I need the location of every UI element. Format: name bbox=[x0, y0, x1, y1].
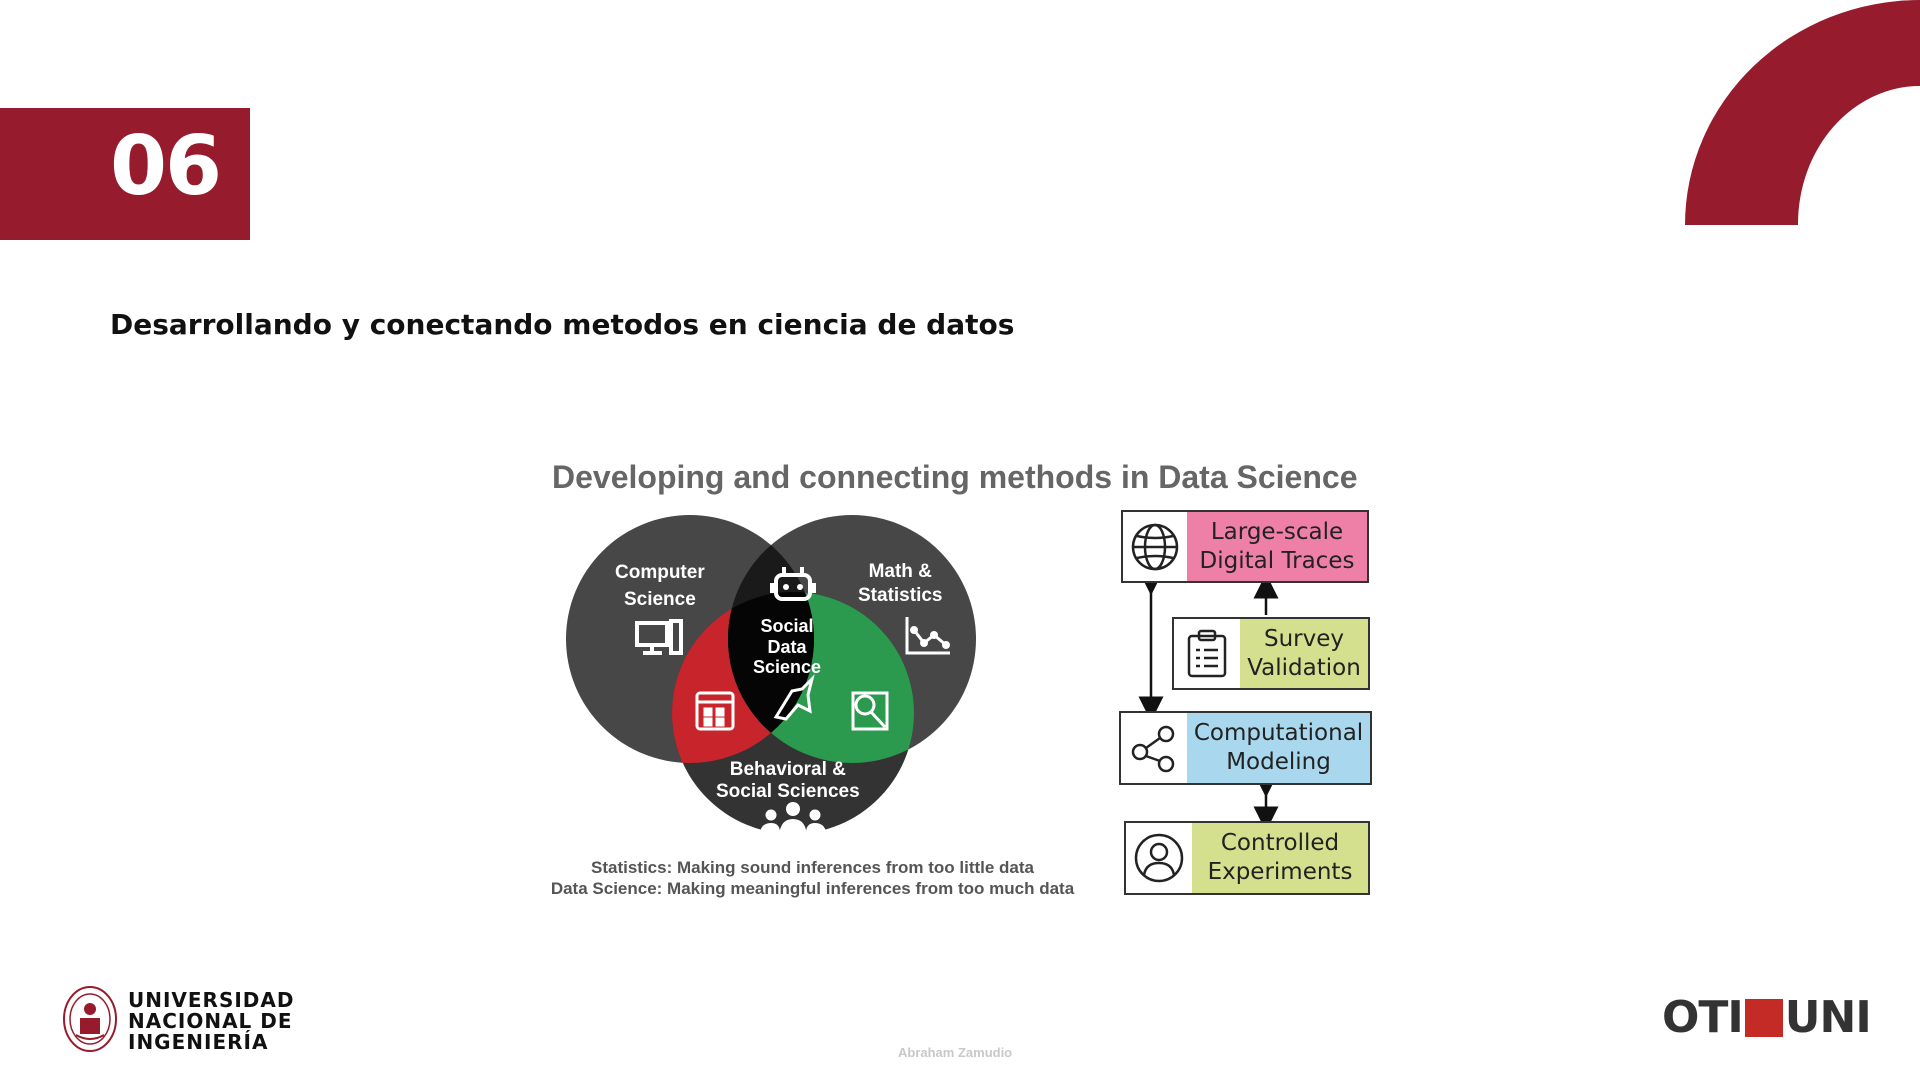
venn-diagram bbox=[566, 515, 976, 839]
venn-label-math-line1: Math & bbox=[868, 561, 932, 582]
venn-label-center-line2: Data bbox=[767, 636, 807, 657]
clipboard-icon bbox=[1174, 619, 1242, 688]
venn-label-center-line1: Social bbox=[760, 616, 814, 636]
flow-4-line2: Experiments bbox=[1207, 859, 1353, 885]
slide-heading: Desarrollando y conectando metodos en ci… bbox=[110, 308, 1015, 341]
flow-1-line1: Large-scale bbox=[1210, 518, 1344, 545]
section-number: 06 bbox=[110, 119, 222, 214]
flow-2-line2: Validation bbox=[1247, 654, 1361, 681]
author: Abraham Zamudio bbox=[898, 1045, 1013, 1060]
venn-label-center: Social Data Science bbox=[753, 616, 821, 678]
calendar-icon bbox=[695, 691, 735, 731]
section-number-block bbox=[0, 108, 250, 240]
flow-4-line1: Controlled bbox=[1220, 830, 1340, 857]
search-document-icon bbox=[851, 691, 889, 731]
oti-logo-right: UNI bbox=[1784, 992, 1872, 1043]
venn-label-cs-line2: Science bbox=[623, 588, 696, 610]
flow-1-line2: Digital Traces bbox=[1199, 547, 1355, 574]
flow-3-line2: Modeling bbox=[1226, 749, 1331, 775]
people-group-icon bbox=[759, 802, 827, 839]
figure: Developing and connecting methods in Dat… bbox=[540, 455, 1390, 925]
person-icon bbox=[1126, 823, 1194, 893]
globe-icon bbox=[1123, 512, 1189, 581]
oti-logo-left: OTI bbox=[1662, 992, 1744, 1043]
oti-flag-icon bbox=[1744, 999, 1783, 1037]
caption-statistics: Statistics: Making sound inferences from… bbox=[590, 858, 1034, 877]
figure-title: Developing and connecting methods in Dat… bbox=[552, 459, 1358, 495]
decorative-arc bbox=[1685, 0, 1920, 225]
flow-connectors bbox=[1138, 570, 1279, 832]
university-seal-icon bbox=[63, 986, 117, 1052]
venn-label-math-line2: Statistics bbox=[858, 584, 943, 606]
robot-icon bbox=[770, 567, 816, 601]
oti-uni-logo: OTI UNI bbox=[1662, 992, 1872, 1043]
caption-data-science: Data Science: Making meaningful inferenc… bbox=[550, 879, 1075, 898]
venn-label-bss-line2: Social Sciences bbox=[716, 780, 860, 802]
venn-label-bss: Behavioral & Social Sciences bbox=[716, 759, 860, 803]
university-line2: NACIONAL DE bbox=[128, 1009, 293, 1033]
venn-label-cs-line1: Computer bbox=[615, 562, 705, 583]
share-network-icon bbox=[1121, 713, 1189, 783]
university-line1: UNIVERSIDAD bbox=[128, 988, 295, 1012]
venn-label-math: Math & Statistics bbox=[858, 560, 942, 608]
flow-3-line1: Computational bbox=[1193, 720, 1364, 747]
computer-icon bbox=[635, 619, 683, 655]
venn-label-center-line3: Science bbox=[753, 657, 822, 678]
line-chart-icon bbox=[905, 617, 950, 655]
venn-label-cs: Computer Science bbox=[615, 561, 705, 612]
flow-2-line1: Survey bbox=[1263, 625, 1344, 652]
university-line3: INGENIERÍA bbox=[128, 1030, 269, 1054]
unicorn-icon bbox=[773, 674, 815, 721]
university-name: UNIVERSIDAD NACIONAL DE INGENIERÍA bbox=[128, 990, 295, 1053]
venn-label-bss-line1: Behavioral & bbox=[729, 759, 846, 780]
